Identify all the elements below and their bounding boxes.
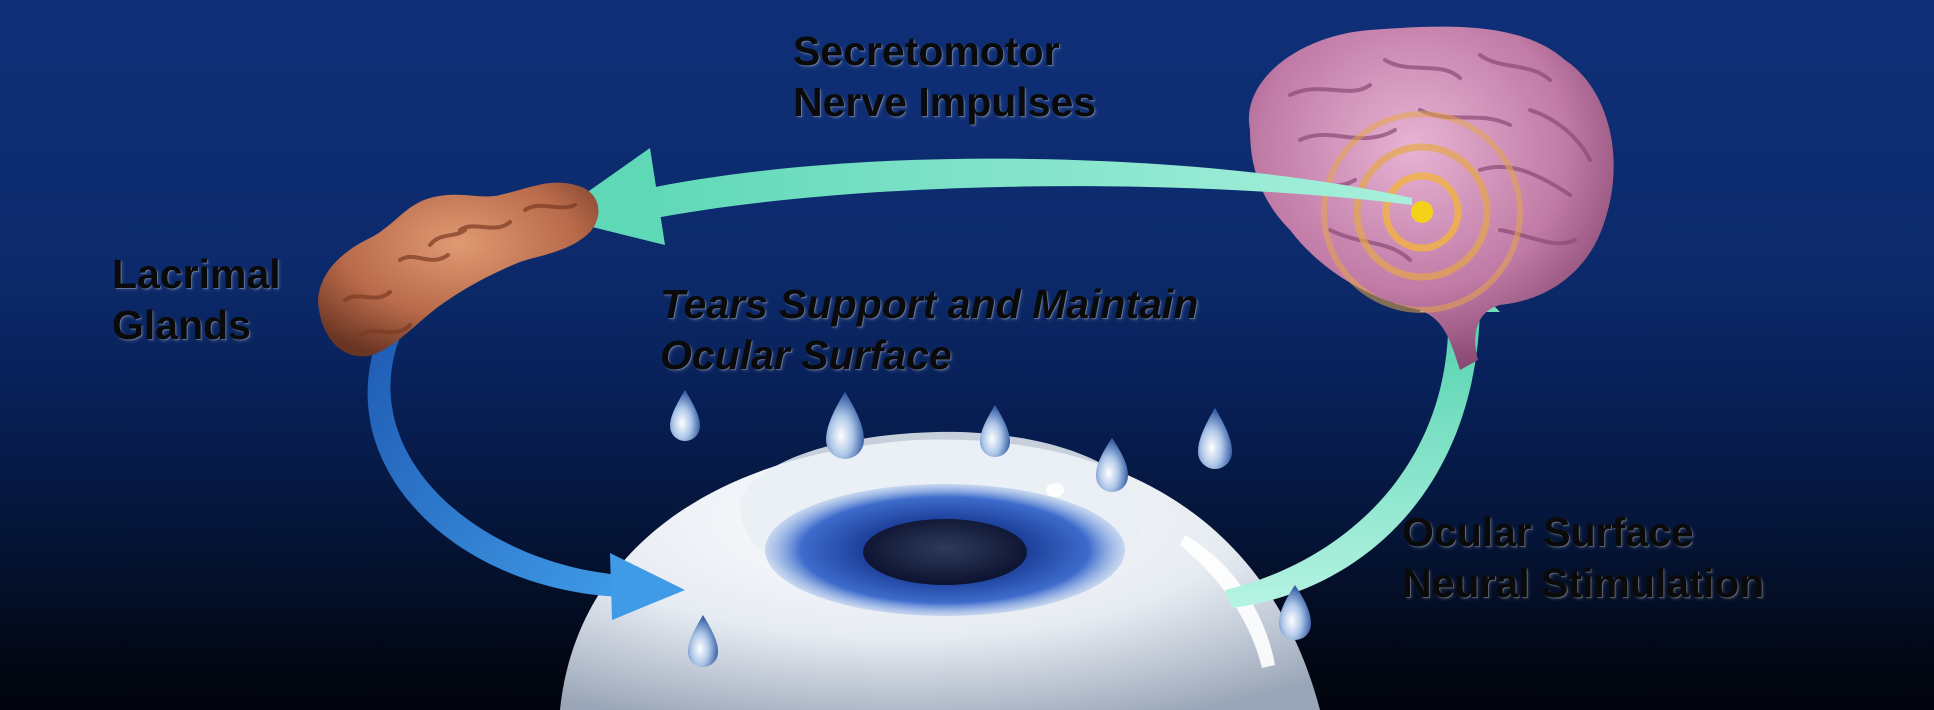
ocular-surface-label-line-1: Ocular Surface — [1402, 507, 1764, 558]
brain-illustration — [1249, 27, 1614, 370]
ocular-surface-label-line-2: Neural Stimulation — [1402, 558, 1764, 609]
lacrimal-label-line-2: Glands — [112, 300, 281, 351]
tears-support-label: Tears Support and Maintain Ocular Surfac… — [660, 279, 1198, 381]
secretomotor-label-line-1: Secretomotor — [793, 26, 1096, 77]
secretomotor-label-line-2: Nerve Impulses — [793, 77, 1096, 128]
ocular-surface-label: Ocular Surface Neural Stimulation — [1402, 507, 1764, 609]
lacrimal-label-line-1: Lacrimal — [112, 249, 281, 300]
tear-flow-arrow — [368, 290, 685, 620]
secretomotor-label: Secretomotor Nerve Impulses — [793, 26, 1096, 128]
tear-drop — [980, 405, 1010, 457]
tears-label-line-2: Ocular Surface — [660, 330, 1198, 381]
tear-drop — [1096, 438, 1128, 492]
lacrimal-glands-label: Lacrimal Glands — [112, 249, 281, 351]
eye-illustration — [560, 432, 1320, 710]
tear-drop — [826, 392, 864, 459]
tears-label-line-1: Tears Support and Maintain — [660, 279, 1198, 330]
tear-drop — [1198, 408, 1232, 469]
tear-drop — [670, 390, 700, 441]
lacrimal-gland-illustration — [318, 183, 598, 357]
